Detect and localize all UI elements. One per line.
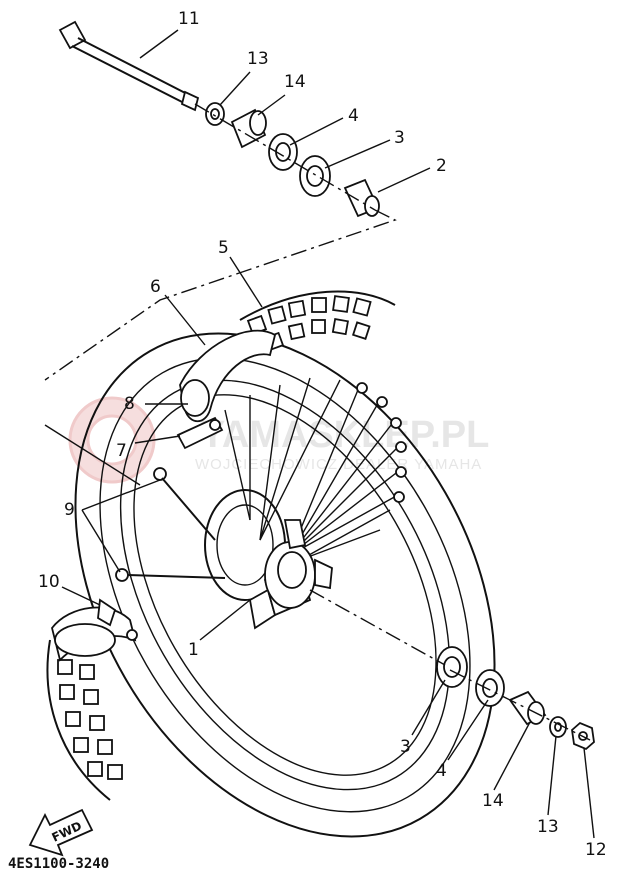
callout-2: 2 <box>436 156 447 176</box>
callout-1: 1 <box>188 640 199 660</box>
callout-13-bottom: 13 <box>537 817 559 837</box>
bottom-parts <box>436 646 595 751</box>
callout-10: 10 <box>38 572 60 592</box>
callout-3-top: 3 <box>394 128 405 148</box>
leader-lines <box>44 29 595 839</box>
assembly-lines <box>44 103 591 741</box>
fwd-arrow: FWD <box>28 808 94 857</box>
callout-4-top: 4 <box>348 106 359 126</box>
spoke-bolts <box>115 467 226 582</box>
callout-4-bottom: 4 <box>436 761 447 781</box>
callout-5: 5 <box>218 238 229 258</box>
callout-13-top: 13 <box>247 49 269 69</box>
callout-14-top: 14 <box>284 72 306 92</box>
wheel-cover <box>51 598 138 662</box>
watermark: YAMASKLEP.PL WOJCIECHOWICZ DEALER YAMAHA <box>68 396 489 484</box>
spoke-nipples <box>356 382 407 503</box>
callout-3-bottom: 3 <box>400 737 411 757</box>
catalog-code: 4ES1100-3240 <box>8 856 109 872</box>
callout-6: 6 <box>150 277 161 297</box>
watermark-tagline: WOJCIECHOWICZ DEALER YAMAHA <box>195 456 482 473</box>
callout-12: 12 <box>585 840 607 860</box>
callout-labels: 11 13 14 4 3 2 5 6 8 7 9 10 1 3 4 14 13 … <box>38 9 607 860</box>
callout-14-bottom: 14 <box>482 791 504 811</box>
callout-9: 9 <box>64 500 75 520</box>
spokes <box>224 377 407 561</box>
callout-7: 7 <box>116 441 127 461</box>
tire-tread-top <box>239 290 396 351</box>
tire-tread-bottom <box>46 639 123 801</box>
callout-8: 8 <box>124 394 135 414</box>
callout-11: 11 <box>178 9 200 29</box>
top-parts <box>205 102 380 218</box>
tire <box>46 290 496 838</box>
hub <box>204 489 333 630</box>
axle <box>58 20 200 112</box>
watermark-brand: YAMASKLEP.PL <box>200 414 489 456</box>
valve-and-band <box>176 416 224 450</box>
inner-tube <box>179 329 277 423</box>
